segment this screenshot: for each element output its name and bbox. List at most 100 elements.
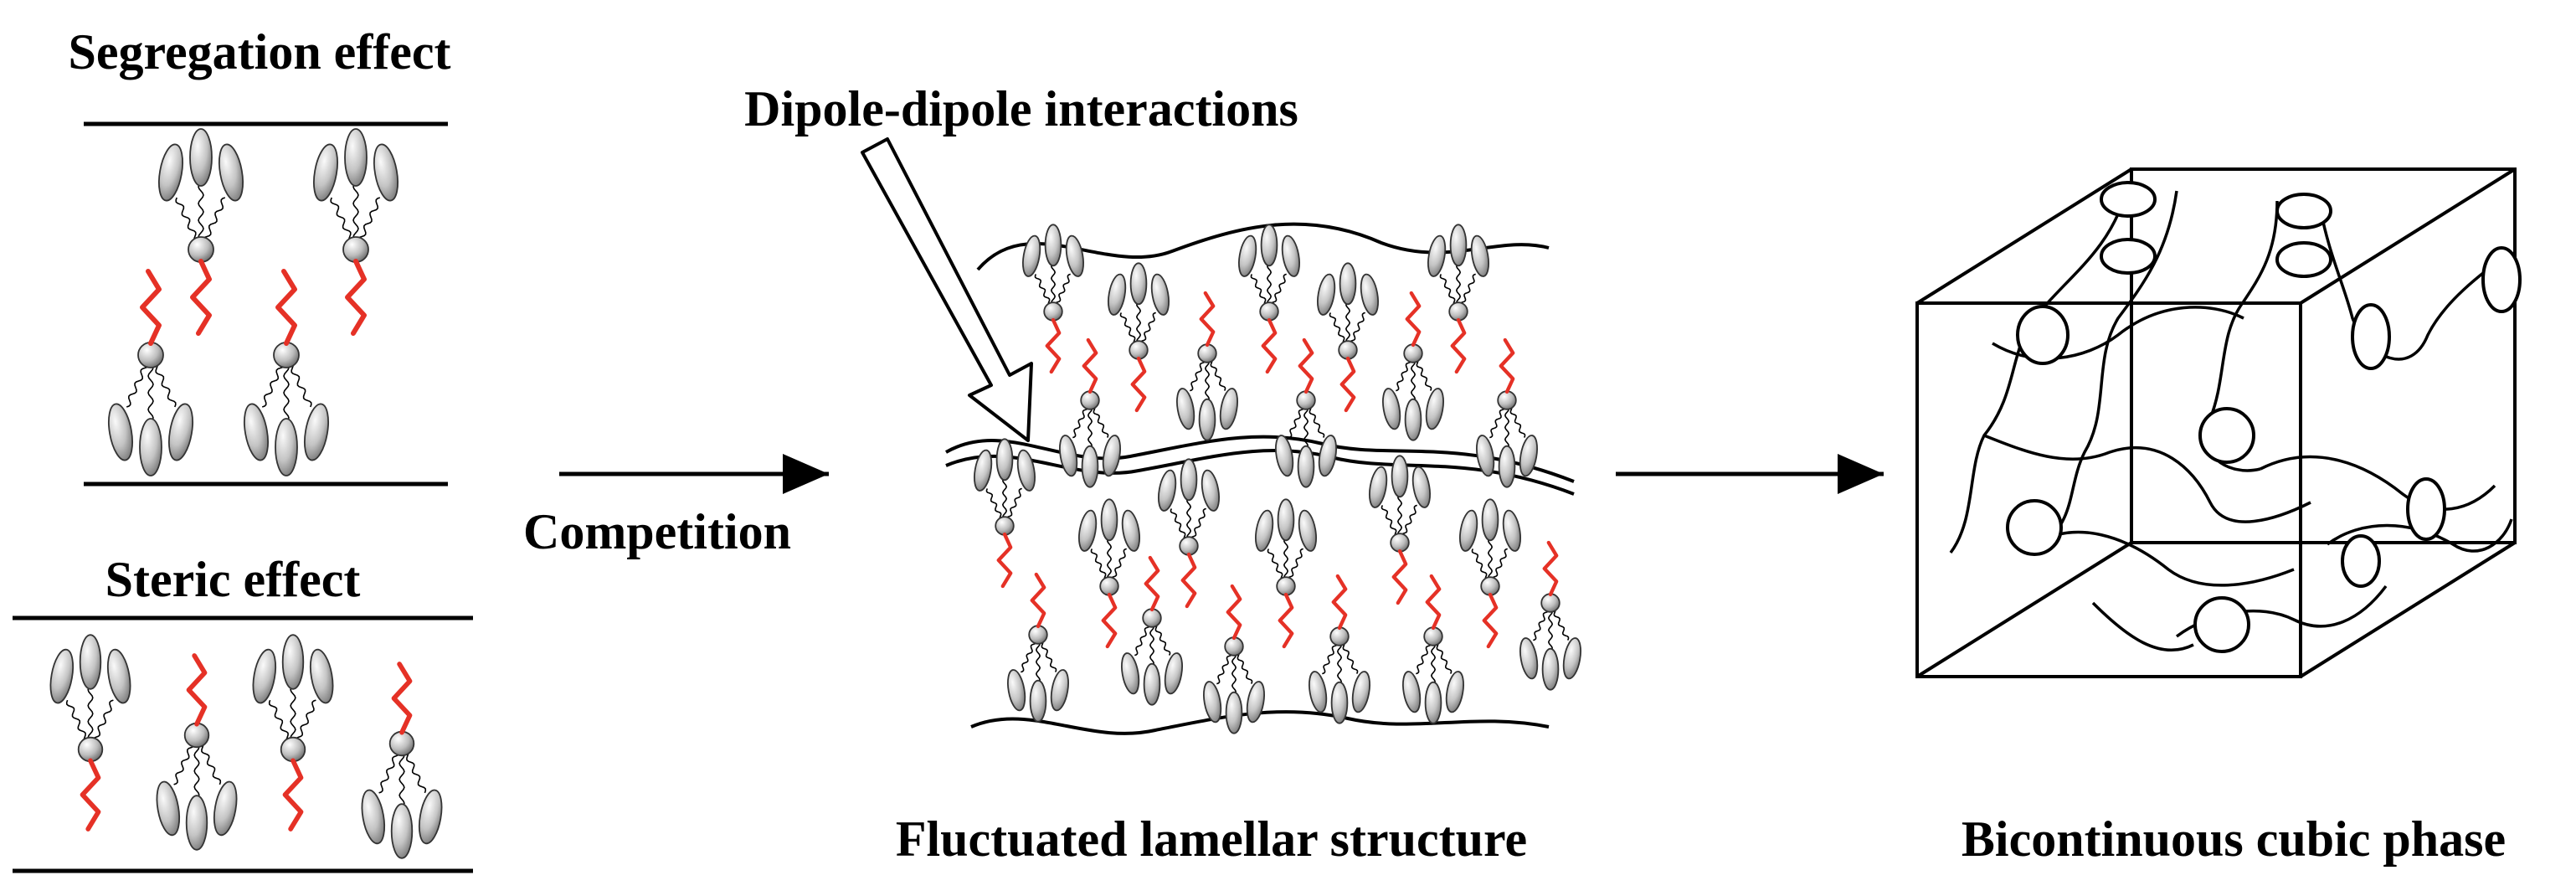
surfactant-molecule bbox=[1402, 574, 1464, 724]
molecule-ellipse bbox=[189, 128, 213, 187]
dipole-pointer-arrow bbox=[861, 137, 1033, 442]
opening-center bbox=[2198, 407, 2255, 464]
opening-bottom bbox=[2193, 596, 2250, 653]
surfactant-molecule bbox=[1317, 262, 1379, 413]
opening-right-top bbox=[2351, 303, 2391, 370]
surfactant-molecule bbox=[1255, 498, 1317, 649]
surfactant-molecule bbox=[313, 128, 398, 336]
surfactant-molecule bbox=[1121, 555, 1183, 706]
molecule-tail bbox=[1199, 291, 1216, 348]
molecule-head bbox=[280, 736, 306, 763]
molecule-head bbox=[1080, 390, 1100, 410]
molecule-ellipse bbox=[79, 634, 102, 690]
molecule-ellipse bbox=[1470, 234, 1489, 277]
molecule-ellipse bbox=[1425, 388, 1444, 430]
molecule-tail bbox=[1082, 337, 1098, 394]
molecule-ellipse bbox=[1007, 669, 1026, 712]
molecule-ellipse bbox=[1275, 435, 1294, 477]
molecule-ellipse bbox=[1476, 435, 1495, 477]
molecule-ellipse bbox=[313, 143, 338, 202]
surfactant-molecule bbox=[1459, 498, 1521, 649]
cube-front-face bbox=[1915, 301, 2302, 678]
surfactant-molecule bbox=[252, 634, 334, 832]
lamellar-middle-boundary-2 bbox=[945, 449, 1575, 496]
molecule-ellipse bbox=[281, 634, 305, 690]
molecule-ellipse bbox=[1498, 445, 1516, 488]
molecule-head bbox=[188, 236, 214, 263]
channel-6 bbox=[2034, 530, 2295, 587]
molecule-tail bbox=[1425, 574, 1442, 631]
molecule-ellipse bbox=[1404, 398, 1422, 441]
surfactant-molecule bbox=[1158, 458, 1220, 609]
molecule-ellipse bbox=[1150, 273, 1170, 316]
cube-edge-br bbox=[2299, 541, 2517, 678]
surfactant-molecule bbox=[974, 438, 1036, 589]
molecule-tail bbox=[1030, 572, 1046, 629]
surfactant-molecule bbox=[1476, 337, 1538, 488]
molecule-ellipse bbox=[1065, 234, 1084, 277]
opening-top-2 bbox=[2100, 238, 2157, 275]
competition-label: Competition bbox=[523, 504, 791, 559]
molecule-tail bbox=[80, 758, 101, 832]
surfactant-molecule bbox=[49, 634, 131, 832]
molecule-ellipse bbox=[1238, 234, 1257, 277]
steric-molecules bbox=[49, 634, 443, 859]
molecule-ellipse bbox=[1129, 262, 1148, 306]
molecule-tail bbox=[1339, 356, 1356, 413]
molecule-ellipse bbox=[1281, 234, 1300, 277]
channel-1 bbox=[1949, 190, 2128, 554]
molecule-ellipse bbox=[108, 403, 133, 461]
cube-edge-tr bbox=[2299, 167, 2517, 305]
molecule-tail bbox=[282, 758, 304, 832]
lamellar-middle-boundary-1 bbox=[945, 435, 1575, 483]
surfactant-molecule bbox=[1382, 291, 1444, 441]
competition-arrow-head bbox=[783, 454, 829, 494]
channel-4 bbox=[2317, 200, 2513, 361]
dipole-interactions-label: Dipole-dipole interactions bbox=[744, 81, 1298, 136]
molecule-ellipse bbox=[1255, 509, 1274, 552]
molecule-tail bbox=[1278, 592, 1294, 649]
channel-10 bbox=[2091, 601, 2194, 652]
molecule-head bbox=[1329, 626, 1350, 646]
molecule-ellipse bbox=[1016, 449, 1036, 492]
surfactant-molecule bbox=[244, 269, 329, 476]
molecule-ellipse bbox=[1459, 509, 1478, 552]
surfactant-molecule bbox=[1007, 572, 1069, 723]
surfactant-molecule bbox=[158, 128, 244, 336]
molecule-tail bbox=[1331, 574, 1348, 631]
molecule-head bbox=[1403, 343, 1423, 363]
segregation-effect-label: Segregation effect bbox=[68, 24, 450, 80]
molecule-head bbox=[1129, 340, 1149, 360]
molecule-ellipse bbox=[168, 403, 193, 461]
surfactant-molecule bbox=[108, 269, 193, 476]
molecule-head bbox=[1448, 301, 1468, 322]
channel-network bbox=[1949, 190, 2513, 652]
molecule-head bbox=[995, 516, 1015, 536]
molecule-ellipse bbox=[344, 128, 368, 187]
segregation-molecules bbox=[108, 128, 398, 476]
channel-openings bbox=[2006, 181, 2522, 653]
molecule-ellipse bbox=[213, 780, 238, 837]
molecule-head bbox=[1028, 625, 1048, 645]
molecule-ellipse bbox=[1176, 388, 1195, 430]
molecule-tail bbox=[140, 269, 162, 346]
molecule-ellipse bbox=[1022, 234, 1041, 277]
molecule-ellipse bbox=[1203, 681, 1222, 723]
molecule-ellipse bbox=[49, 648, 75, 704]
molecule-tail bbox=[1261, 317, 1278, 374]
opening-right-mid bbox=[2406, 477, 2446, 541]
molecule-head bbox=[1390, 533, 1410, 553]
molecule-ellipse bbox=[1449, 224, 1468, 267]
opening-left bbox=[2016, 305, 2070, 365]
molecule-head bbox=[137, 342, 164, 368]
molecule-ellipse bbox=[1445, 671, 1464, 713]
opening-top-3 bbox=[2275, 193, 2332, 229]
molecule-ellipse bbox=[252, 648, 277, 704]
molecule-ellipse bbox=[1339, 262, 1357, 306]
steric-panel bbox=[13, 615, 473, 873]
molecule-ellipse bbox=[1050, 669, 1069, 712]
molecule-tail bbox=[1499, 337, 1515, 394]
lamellar-structure-label: Fluctuated lamellar structure bbox=[896, 811, 1527, 867]
molecule-tail bbox=[345, 259, 367, 336]
molecule-ellipse bbox=[1180, 458, 1198, 502]
